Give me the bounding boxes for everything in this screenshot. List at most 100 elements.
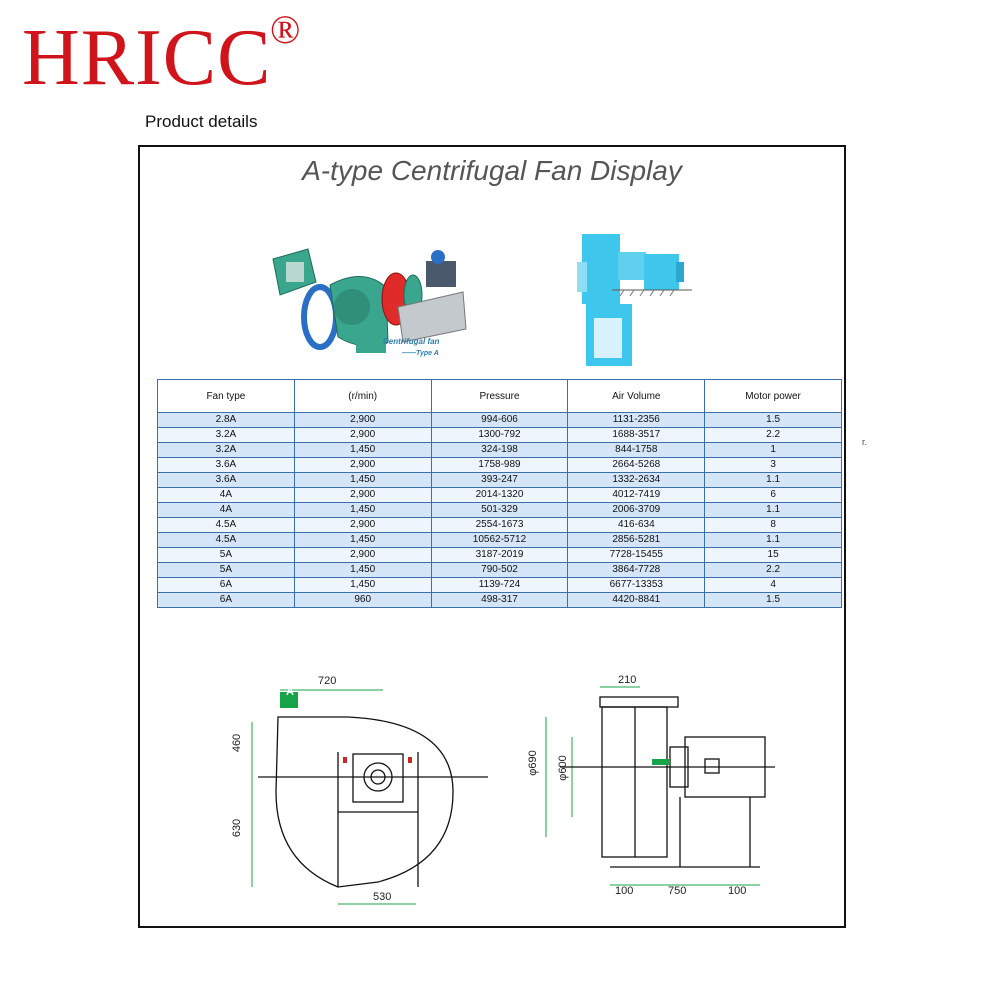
cell: 2856-5281 bbox=[567, 532, 706, 548]
cell: 1131-2356 bbox=[567, 412, 706, 428]
cell: 1.5 bbox=[704, 412, 842, 428]
cell: 1,450 bbox=[293, 472, 432, 488]
cell: 4 bbox=[704, 577, 842, 593]
cell: 4.5A bbox=[157, 517, 295, 533]
cell: 1688-3517 bbox=[567, 427, 706, 443]
dim-base-left-right: 100 bbox=[615, 885, 634, 897]
cell: 6A bbox=[157, 592, 295, 608]
cell: 960 bbox=[293, 592, 432, 608]
cell: 2,900 bbox=[293, 457, 432, 473]
cell: 5A bbox=[157, 547, 295, 563]
cell: 1139-724 bbox=[430, 577, 569, 593]
col-pressure: Pressure bbox=[430, 379, 569, 413]
spec-table: Fan type (r/min) Pressure Air Volume Mot… bbox=[157, 379, 842, 608]
cell: 1 bbox=[704, 442, 842, 458]
cell: 4A bbox=[157, 502, 295, 518]
cell: 2,900 bbox=[293, 487, 432, 503]
dim-base-left: 530 bbox=[373, 891, 392, 903]
cell: 1.1 bbox=[704, 502, 842, 518]
dim-base-right-right: 100 bbox=[728, 885, 747, 897]
cell: 1332-2634 bbox=[567, 472, 706, 488]
page-subtitle: Product details bbox=[145, 112, 258, 131]
dim-inner-dia: φ600 bbox=[556, 755, 569, 781]
cell: 8 bbox=[704, 517, 842, 533]
cell: 6A bbox=[157, 577, 295, 593]
table-header-row: Fan type (r/min) Pressure Air Volume Mot… bbox=[157, 379, 842, 413]
dim-top-left: 720 bbox=[318, 675, 337, 687]
exploded-fan-illustration bbox=[272, 248, 467, 353]
cell: 5A bbox=[157, 562, 295, 578]
cell: 3.6A bbox=[157, 472, 295, 488]
cell: 1,450 bbox=[293, 442, 432, 458]
registered-mark: ® bbox=[270, 7, 301, 52]
cell: 6677-13353 bbox=[567, 577, 706, 593]
cell: 3187-2019 bbox=[430, 547, 569, 563]
cell: 15 bbox=[704, 547, 842, 563]
cell: 3864-7728 bbox=[567, 562, 706, 578]
cell: 2.8A bbox=[157, 412, 295, 428]
col-fan-type: Fan type bbox=[157, 379, 295, 413]
cell: 1,450 bbox=[293, 562, 432, 578]
cell: 324-198 bbox=[430, 442, 569, 458]
col-speed: (r/min) bbox=[293, 379, 432, 413]
cell: 1.1 bbox=[704, 472, 842, 488]
cell: 2554-1673 bbox=[430, 517, 569, 533]
right-technical-drawing bbox=[545, 686, 775, 886]
cell: 3.2A bbox=[157, 427, 295, 443]
dim-top-right: 210 bbox=[618, 674, 637, 686]
fan-front-view-illustration bbox=[577, 234, 692, 366]
col-motor-power: Motor power bbox=[704, 379, 842, 413]
cell: 1300-792 bbox=[430, 427, 569, 443]
dim-base-mid-right: 750 bbox=[668, 885, 687, 897]
illustration-label: Centrifugal fan bbox=[383, 337, 440, 346]
cell: 1,450 bbox=[293, 577, 432, 593]
cell: 416-634 bbox=[567, 517, 706, 533]
cell: 994-606 bbox=[430, 412, 569, 428]
illustration-sublabel: ——Type A bbox=[402, 350, 439, 357]
dim-outer-dia: φ690 bbox=[526, 750, 539, 776]
cell: 3.6A bbox=[157, 457, 295, 473]
panel-title: A-type Centrifugal Fan Display bbox=[302, 155, 682, 186]
cell: 790-502 bbox=[430, 562, 569, 578]
cell: 6 bbox=[704, 487, 842, 503]
cell: 2,900 bbox=[293, 412, 432, 428]
cell: 1,450 bbox=[293, 502, 432, 518]
cell: 3 bbox=[704, 457, 842, 473]
cell: 4A bbox=[157, 487, 295, 503]
cell: 4012-7419 bbox=[567, 487, 706, 503]
cell: 1.5 bbox=[704, 592, 842, 608]
dim-marker-a: A bbox=[286, 686, 294, 698]
cell: 4420-8841 bbox=[567, 592, 706, 608]
cell: 7728-15455 bbox=[567, 547, 706, 563]
cell: 2014-1320 bbox=[430, 487, 569, 503]
cell: 2,900 bbox=[293, 547, 432, 563]
cell: 2006-3709 bbox=[567, 502, 706, 518]
cell: 1758-989 bbox=[430, 457, 569, 473]
dim-height-upper: 460 bbox=[231, 733, 244, 753]
dim-height-lower: 630 bbox=[231, 818, 244, 838]
cell: 501-329 bbox=[430, 502, 569, 518]
col-air-volume: Air Volume bbox=[567, 379, 706, 413]
cell: 2664-5268 bbox=[567, 457, 706, 473]
stray-mark: r. bbox=[862, 437, 868, 447]
cell: 498-317 bbox=[430, 592, 569, 608]
cell: 844-1758 bbox=[567, 442, 706, 458]
cell: 10562-5712 bbox=[430, 532, 569, 548]
cell: 4.5A bbox=[157, 532, 295, 548]
cell: 2,900 bbox=[293, 517, 432, 533]
cell: 2.2 bbox=[704, 562, 842, 578]
cell: 1.1 bbox=[704, 532, 842, 548]
cell: 3.2A bbox=[157, 442, 295, 458]
